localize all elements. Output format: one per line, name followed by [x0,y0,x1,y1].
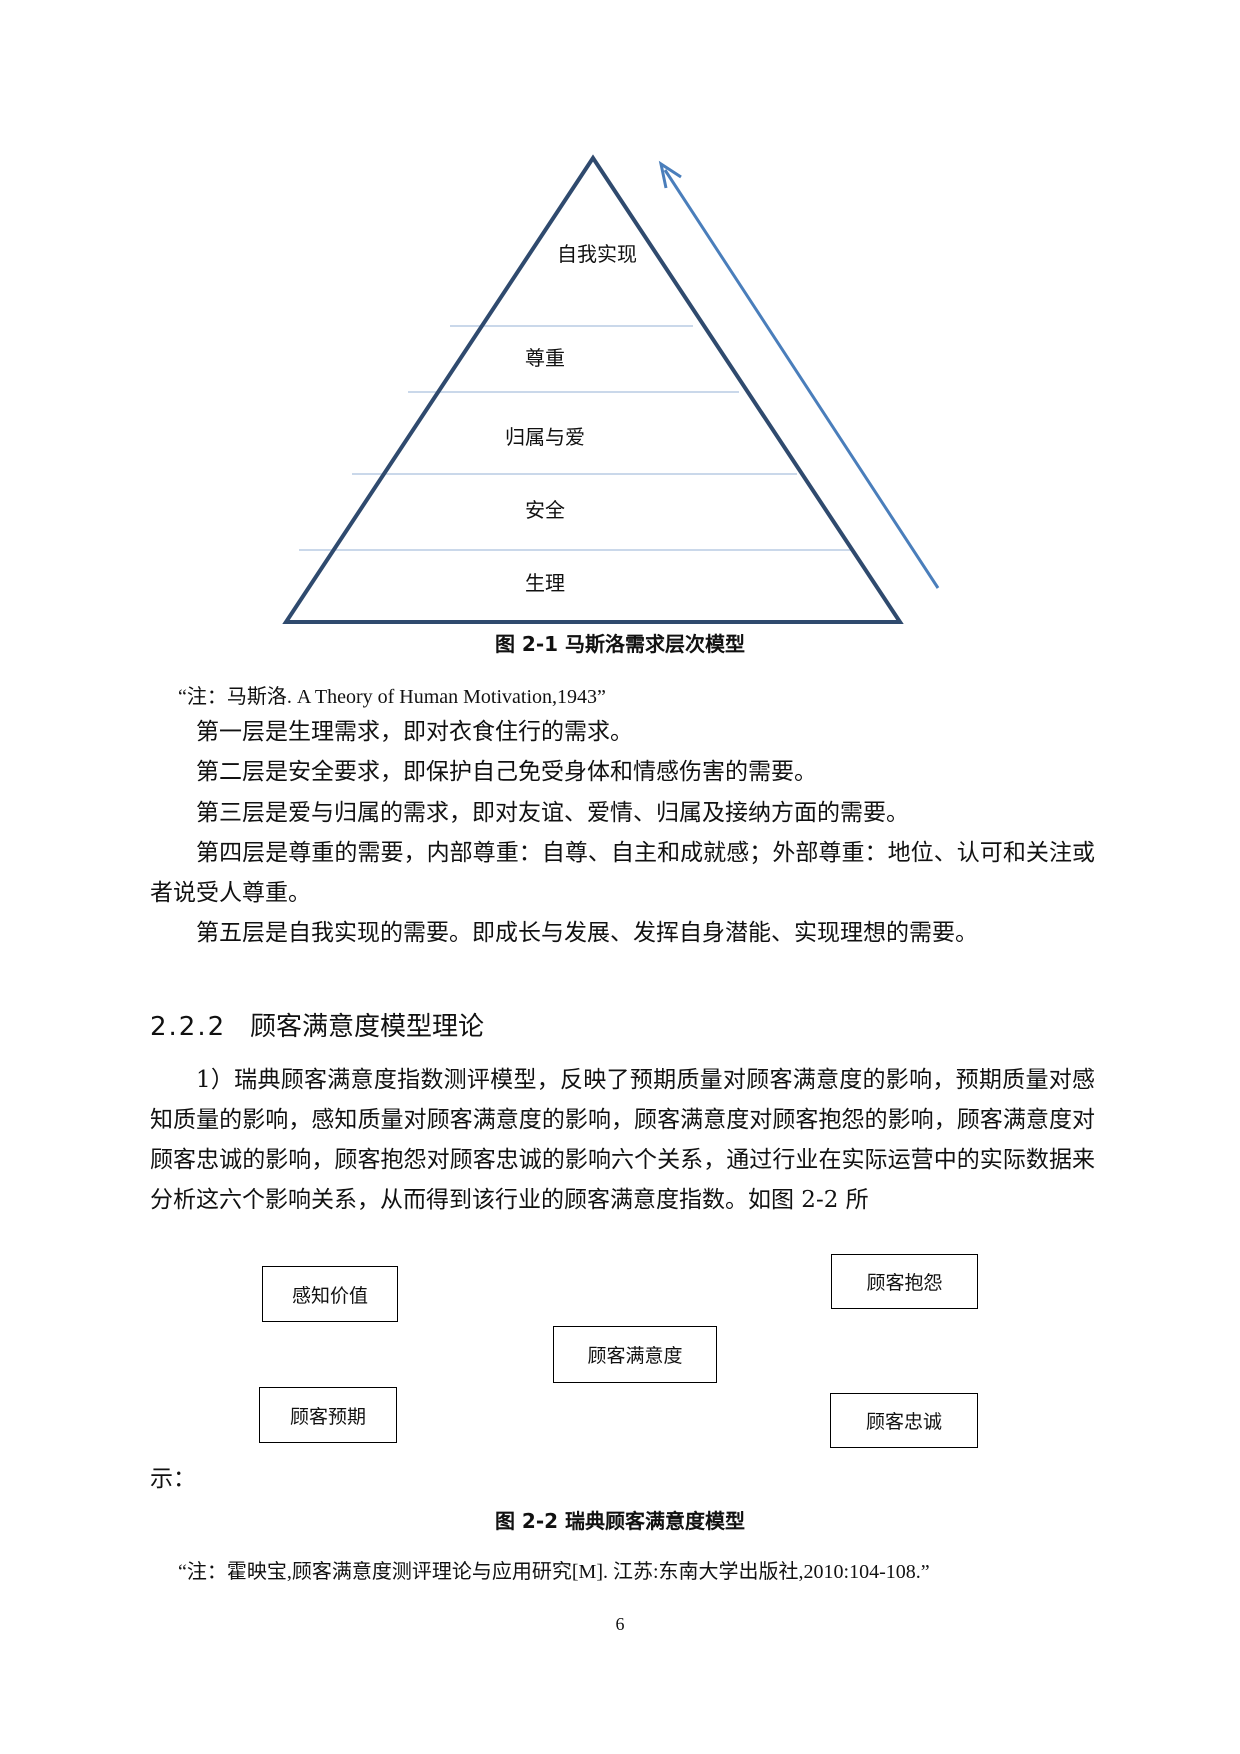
pyramid-diagram [282,154,940,624]
body-paragraph: 1）瑞典顾客满意度指数测评模型，反映了预期质量对顾客满意度的影响，预期质量对感知… [150,1067,1095,1213]
pyramid-level-safety: 安全 [525,498,565,522]
box-customer-satisfaction: 顾客满意度 [553,1326,717,1383]
section-title: 顾客满意度模型理论 [250,1012,485,1042]
pyramid-level-esteem: 尊重 [525,346,565,370]
pyramid-level-physiological: 生理 [525,571,565,595]
pyramid-level-belonging: 归属与爱 [505,425,585,449]
page-number: 6 [615,1614,625,1634]
box-perceived-value: 感知价值 [262,1266,398,1322]
pyramid-outline [282,154,904,624]
upward-arrow [663,169,940,589]
section-number: 2.2.2 [150,1012,227,1042]
paragraph: 第三层是爱与归属的需求，即对友谊、爱情、归属及接纳方面的需要。 [196,800,909,826]
figure-note: “注：霍映宝,顾客满意度测评理论与应用研究[M]. 江苏:东南大学出版社,201… [178,1561,930,1583]
arrow-head-icon [658,160,682,189]
paragraph: 第二层是安全要求，即保护自己免受身体和情感伤害的需要。 [196,759,817,785]
box-customer-expectation: 顾客预期 [259,1387,397,1443]
paragraph: 第一层是生理需求，即对衣食住行的需求。 [196,719,633,745]
box-customer-complaint: 顾客抱怨 [831,1254,978,1309]
section-heading: 2.2.2 顾客满意度模型理论 [150,1006,484,1043]
paragraph: 第四层是尊重的需要，内部尊重：自尊、自主和成就感；外部尊重：地位、认可和关注或者… [150,840,1095,906]
figure-note: “注：马斯洛. A Theory of Human Motivation,194… [178,686,606,708]
box-customer-loyalty: 顾客忠诚 [830,1393,978,1448]
pyramid-level-self-actualization: 自我实现 [557,242,637,266]
paragraph: 第五层是自我实现的需要。即成长与发展、发挥自身潜能、实现理想的需要。 [196,920,978,946]
paragraph-continuation: 示： [150,1466,196,1492]
figure-caption: 图 2-1 马斯洛需求层次模型 [494,632,746,656]
figure-caption: 图 2-2 瑞典顾客满意度模型 [494,1509,746,1533]
